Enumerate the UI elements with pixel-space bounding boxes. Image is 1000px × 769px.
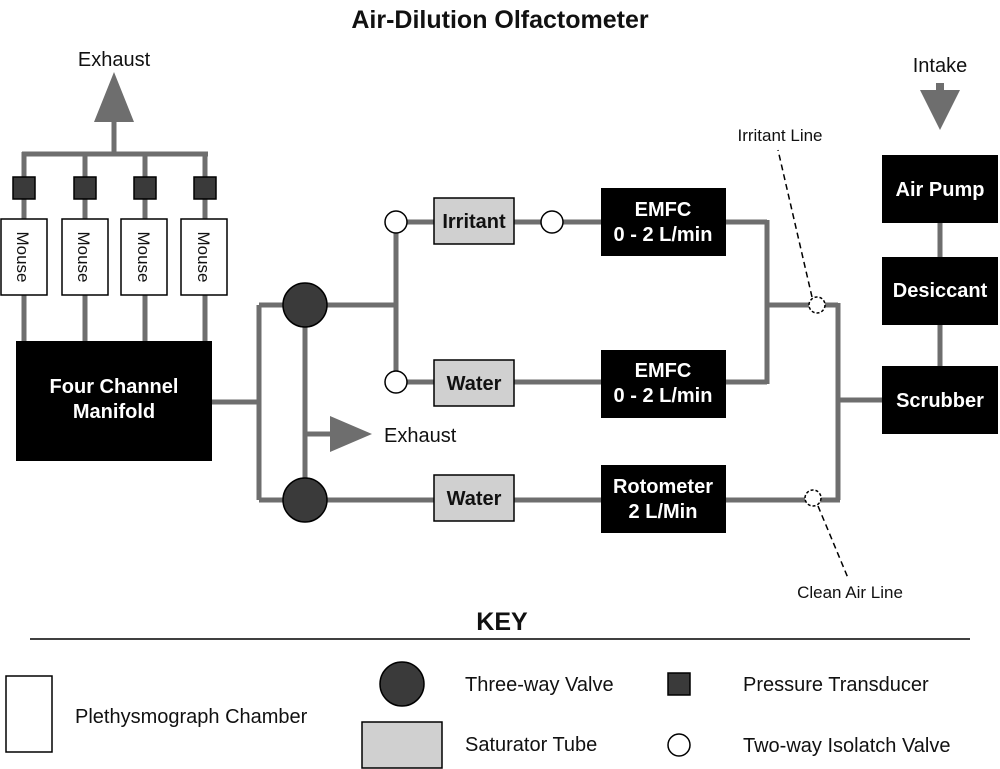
exhaust-mid-arrow: [330, 416, 372, 452]
rotometer-line2: 2 L/Min: [629, 501, 698, 523]
desiccant-label: Desiccant: [893, 280, 988, 302]
mouse-label: Mouse: [13, 231, 32, 282]
emfc-2-line2: 0 - 2 L/min: [614, 385, 713, 407]
key-pressure-transducer-label: Pressure Transducer: [743, 674, 929, 696]
mouse-label: Mouse: [134, 231, 153, 282]
key-saturator-tube-label: Saturator Tube: [465, 734, 597, 756]
air-pump-label: Air Pump: [896, 179, 985, 201]
key-three-way-valve-swatch: [379, 661, 425, 707]
rotometer-line1: Rotometer: [613, 476, 713, 498]
mouse-label: Mouse: [74, 231, 93, 282]
water-tube-1-label: Water: [447, 373, 502, 395]
emfc-2-line1: EMFC: [635, 360, 692, 382]
diagram-title: Air-Dilution Olfactometer: [351, 6, 649, 34]
exhaust-top-label: Exhaust: [78, 49, 151, 71]
irritant-tube-label: Irritant: [442, 211, 506, 233]
emfc-1-line1: EMFC: [635, 199, 692, 221]
clean-air-line-leader: [817, 505, 849, 579]
three-way-valve-upper: [282, 282, 328, 328]
key-heading: KEY: [476, 608, 528, 636]
rotometer: Rotometer 2 L/Min: [601, 465, 726, 533]
irritant-saturator-tube: Irritant: [433, 197, 515, 245]
key-plethysmograph-label: Plethysmograph Chamber: [75, 706, 308, 728]
mouse-chambers: Mouse Mouse Mouse Mouse: [0, 218, 228, 296]
three-way-valve-lower: [282, 477, 328, 523]
desiccant: Desiccant: [882, 257, 998, 325]
pressure-transducer: [193, 176, 217, 200]
emfc-1-line2: 0 - 2 L/min: [614, 224, 713, 246]
mouse-label: Mouse: [194, 231, 213, 282]
clean-air-line-label: Clean Air Line: [797, 583, 903, 602]
key-three-way-valve-label: Three-way Valve: [465, 674, 614, 696]
key-plethysmograph-swatch: [5, 675, 53, 753]
exhaust-top-arrow: [94, 72, 134, 122]
scrubber: Scrubber: [882, 366, 998, 434]
manifold-label-line1: Four Channel: [50, 376, 179, 398]
water-saturator-tube-2: Water: [433, 474, 515, 522]
pressure-transducer: [133, 176, 157, 200]
key-two-way-valve-label: Two-way Isolatch Valve: [743, 735, 951, 757]
pressure-transducers: [12, 176, 217, 200]
two-way-valve: [540, 210, 564, 234]
air-pump: Air Pump: [882, 155, 998, 223]
water-saturator-tube-1: Water: [433, 359, 515, 407]
key-two-way-valve-swatch: [667, 733, 691, 757]
pressure-transducer: [12, 176, 36, 200]
key-pressure-transducer-swatch: [667, 672, 691, 696]
key-saturator-tube-swatch: [361, 721, 443, 769]
two-way-valve: [384, 370, 408, 394]
water-tube-2-label: Water: [447, 488, 502, 510]
irritant-line-leader: [777, 149, 813, 298]
manifold-label-line2: Manifold: [73, 401, 155, 423]
emfc-water: EMFC 0 - 2 L/min: [601, 350, 726, 418]
emfc-irritant: EMFC 0 - 2 L/min: [601, 188, 726, 256]
intake-label: Intake: [913, 55, 967, 77]
two-way-valve: [384, 210, 408, 234]
irritant-line-marker: [808, 296, 826, 314]
four-channel-manifold: Four Channel Manifold: [16, 341, 212, 461]
irritant-line-label: Irritant Line: [737, 126, 822, 145]
clean-air-line-marker: [804, 489, 822, 507]
exhaust-mid-label: Exhaust: [384, 425, 457, 447]
pressure-transducer: [73, 176, 97, 200]
scrubber-label: Scrubber: [896, 390, 984, 412]
intake-arrow: [920, 83, 960, 130]
